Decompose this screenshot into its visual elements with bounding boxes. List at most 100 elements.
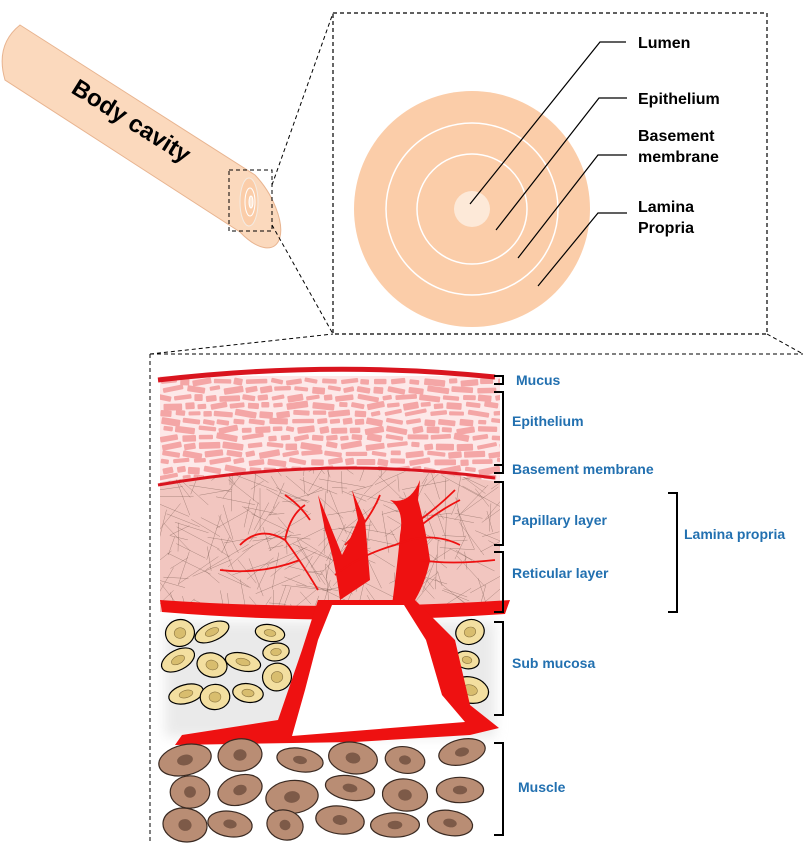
epithelial-cell <box>494 411 503 416</box>
muscle-cells <box>156 734 488 843</box>
propria-label: Propria <box>638 220 694 237</box>
epithelial-cell <box>478 426 497 432</box>
epithelial-cell <box>478 394 492 402</box>
epithelial-cell <box>408 434 429 439</box>
epithelial-cell <box>269 418 288 425</box>
epithelial-cell <box>448 451 462 459</box>
epithelial-cell <box>446 402 462 410</box>
epithelial-cell <box>273 426 283 431</box>
epithelial-cell <box>360 379 369 385</box>
epithelial-cell <box>194 394 202 401</box>
epithelial-cell <box>427 426 440 433</box>
epithelial-cell <box>317 418 328 424</box>
epithelial-cell <box>463 395 476 400</box>
lumen-label: Lumen <box>638 35 690 52</box>
epithelial-cell <box>176 410 186 416</box>
epithelial-cell <box>242 428 252 433</box>
epithelial-cell <box>477 388 496 394</box>
epithelial-cell <box>261 402 269 408</box>
epithelial-cell <box>373 387 383 394</box>
epithelial-cell <box>355 410 367 417</box>
epithelial-cell <box>434 459 456 465</box>
layer-brackets <box>494 376 677 835</box>
epithelial-cell <box>182 435 196 442</box>
epithelial-cell <box>390 458 405 464</box>
epithelial-cell <box>259 411 273 419</box>
papillary-layer-label: Papillary layer <box>512 512 608 528</box>
epithelial-cell <box>313 410 326 414</box>
zoom-connector-bottom <box>272 225 333 334</box>
epithelial-cell <box>285 444 297 451</box>
epithelial-cell <box>246 379 268 384</box>
lamina-label: Lamina <box>638 199 694 216</box>
epithelial-cell <box>197 404 206 410</box>
epithelial-cell <box>206 395 217 402</box>
epithelial-cell <box>351 434 362 440</box>
epithelial-cell <box>449 411 464 415</box>
epithelial-cell <box>330 419 340 424</box>
epithelial-cell <box>188 411 200 415</box>
epithelial-cell <box>357 459 376 465</box>
epithelium-label: Epithelium <box>638 91 720 108</box>
epithelial-cell <box>248 403 259 410</box>
epithelial-cell <box>424 443 433 450</box>
epithelial-cell <box>331 428 347 434</box>
epithelial-cell <box>442 427 452 432</box>
epithelium-layer-label: Epithelium <box>512 413 584 429</box>
epithelial-cell <box>194 458 206 463</box>
epithelial-cell <box>199 442 221 449</box>
zoom-connector-top <box>272 13 333 185</box>
epithelial-cell <box>421 402 431 407</box>
epithelial-cell <box>464 451 485 458</box>
epithelial-cell <box>185 402 195 409</box>
epithelial-cell <box>203 411 212 417</box>
epithelial-cell <box>457 444 474 451</box>
epithelial-cell <box>163 404 182 411</box>
epithelial-cell <box>350 427 361 433</box>
epithelial-cell <box>343 417 353 424</box>
epithelial-cell <box>233 419 244 425</box>
epithelial-cell <box>274 386 291 391</box>
epithelial-cell <box>492 435 507 440</box>
epithelial-cell <box>312 387 325 395</box>
lamina-propria-label: Lamina propria <box>684 526 785 542</box>
epithelial-cell <box>460 459 468 466</box>
sub-mucosa-label: Sub mucosa <box>512 655 595 671</box>
epithelial-cell <box>478 420 486 425</box>
epithelial-cell <box>346 452 368 456</box>
muscle-nucleus <box>453 786 467 795</box>
epithelial-cell <box>281 435 291 441</box>
epithelial-cell <box>355 419 365 425</box>
epithelial-cell <box>214 379 232 384</box>
muscle-nucleus <box>184 786 196 798</box>
epithelial-cell <box>322 378 337 383</box>
epithelial-cell <box>340 435 349 440</box>
mucus-label: Mucus <box>516 372 561 388</box>
muscle-label: Muscle <box>518 779 566 795</box>
epithelial-cell <box>345 458 355 466</box>
epithelial-cell <box>199 435 213 440</box>
membrane-label: membrane <box>638 149 719 166</box>
epithelial-cell <box>339 402 348 407</box>
epithelial-cell <box>436 444 454 451</box>
epithelial-cell <box>459 419 473 427</box>
epithelial-cell <box>324 394 333 400</box>
epithelial-cell <box>449 378 458 383</box>
epithelial-cell <box>257 394 268 401</box>
epithelial-cell <box>219 395 240 402</box>
epithelial-cell <box>374 379 387 384</box>
epithelial-cell <box>188 467 200 475</box>
basement-label: Basement <box>638 128 715 145</box>
cross-section-disc <box>354 91 590 327</box>
basement-membrane-label: Basement membrane <box>512 461 654 477</box>
epithelial-cell <box>434 403 444 409</box>
epithelial-cell <box>311 459 324 465</box>
reticular-layer-label: Reticular layer <box>512 565 609 581</box>
epithelial-cell <box>292 419 314 424</box>
epithelial-cell <box>255 426 271 433</box>
epithelial-cell <box>391 450 401 455</box>
epithelial-cell <box>424 419 435 426</box>
epithelial-cell <box>293 410 310 416</box>
epithelial-cell <box>472 459 492 464</box>
